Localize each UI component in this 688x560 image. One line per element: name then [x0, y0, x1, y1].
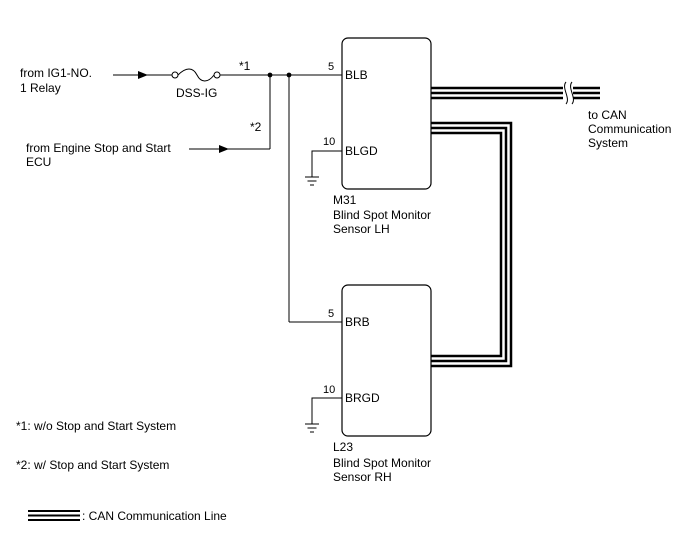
source-eco-label-1: from Engine Stop and Start: [26, 141, 171, 155]
wire-break-icon: [564, 81, 574, 105]
sensor-lh-name-1: Blind Spot Monitor: [333, 208, 431, 222]
sensor-rh-code: L23: [333, 440, 353, 454]
sensor-lh-code: M31: [333, 193, 357, 207]
ground-icon-lh: [305, 150, 342, 186]
sensor-lh-pin-ground-name: BLGD: [345, 144, 378, 158]
marker-2: *2: [250, 120, 262, 134]
can-line-lh-to-rh: [431, 121, 513, 368]
can-target-line-1: to CAN: [588, 108, 627, 122]
fuse-label: DSS-IG: [176, 86, 217, 100]
arrow-icon-ig1: [138, 71, 148, 79]
sensor-rh-box: [341, 284, 432, 437]
source-ig1-label-1: from IG1-NO.: [20, 66, 92, 80]
legend-can-line-label: : CAN Communication Line: [82, 509, 227, 523]
sensor-rh-pin-ground-number: 10: [323, 384, 335, 396]
sensor-lh-pin-power-number: 5: [328, 61, 334, 73]
sensor-rh-pin-power-name: BRB: [345, 315, 370, 329]
sensor-rh-name-1: Blind Spot Monitor: [333, 456, 431, 470]
sensor-lh-box: [341, 37, 432, 190]
sensor-lh-pin-ground-number: 10: [323, 136, 335, 148]
sensor-lh-pin-power-name: BLB: [345, 68, 368, 82]
note-2: *2: w/ Stop and Start System: [16, 458, 169, 472]
legend-can-line-symbol: [28, 510, 80, 521]
ground-icon-rh: [305, 397, 342, 433]
arrow-icon-eco: [219, 145, 229, 153]
note-1: *1: w/o Stop and Start System: [16, 419, 176, 433]
sensor-lh-name-2: Sensor LH: [333, 222, 390, 236]
fuse-symbol-icon: [171, 68, 221, 82]
source-eco-label-2: ECU: [26, 155, 51, 169]
can-line-to-system: [431, 86, 600, 100]
sensor-rh-pin-ground-name: BRGD: [345, 391, 380, 405]
source-ig1-label-2: 1 Relay: [20, 81, 61, 95]
can-target-line-3: System: [588, 136, 628, 150]
sensor-rh-pin-power-number: 5: [328, 308, 334, 320]
marker-1: *1: [239, 59, 251, 73]
can-target-line-2: Communication: [588, 122, 671, 136]
sensor-rh-name-2: Sensor RH: [333, 470, 392, 484]
